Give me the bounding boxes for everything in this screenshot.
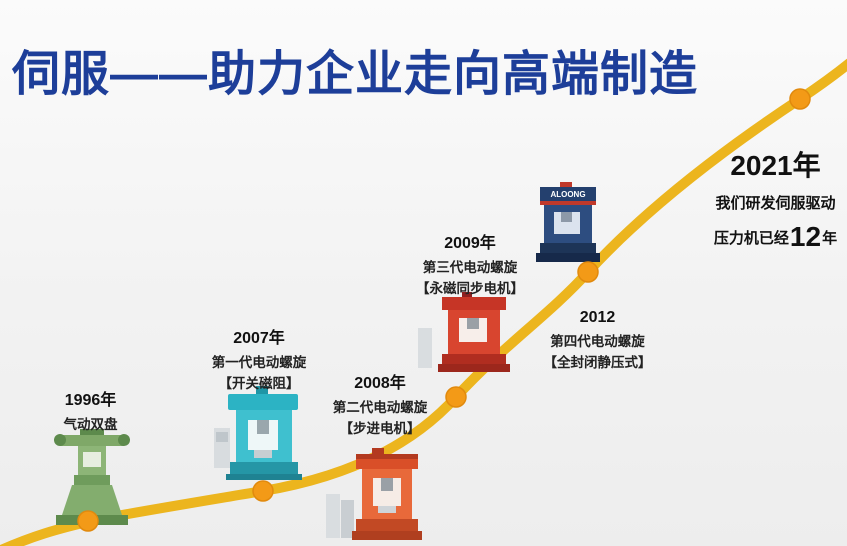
milestone-2007: 2007年 第一代电动螺旋 【开关磁阻】 [193,324,325,394]
machine-brand-label: ALOONG [550,190,585,199]
milestone-desc-line2: 【永磁同步电机】 [416,281,524,296]
milestone-desc-line1: 第四代电动螺旋 [550,334,645,349]
milestone-2009: 2009年 第三代电动螺旋 【永磁同步电机】 [406,229,534,299]
finale-line2: 压力机已经12年 [698,221,847,253]
milestone-desc-line1: 第三代电动螺旋 [422,260,518,275]
press-machine-2007-icon [214,386,302,480]
press-machine-2012: ALOONG [528,182,606,266]
milestone-year: 2009年 [444,235,496,252]
press-machine-2009-icon [418,292,510,372]
milestone-desc-line1: 第一代电动螺旋 [211,355,307,370]
press-machine-2008 [326,448,426,544]
milestone-year: 1996年 [64,392,117,409]
milestone-desc-line1: 第二代电动螺旋 [332,400,428,415]
milestone-desc-line2: 【步进电机】 [339,421,421,436]
page-title: 伺服——助力企业走向高端制造 [12,48,699,101]
milestone-1996: 1996年 气动双盘 [38,386,143,435]
press-machine-1996 [50,429,134,527]
milestone-desc-line1: 气动双盘 [63,417,118,432]
milestone-year: 2012 [579,309,616,326]
press-machine-1996-icon [54,429,130,525]
milestone-year: 2007年 [233,330,285,347]
press-machine-2007 [214,386,310,480]
milestone-year: 2008年 [354,375,406,392]
milestone-2012: 2012 第四代电动螺旋 【全封闭静压式】 [531,309,664,373]
finale-2021: 2021年 我们研发伺服驱动 压力机已经12年 [698,144,847,253]
finale-line1: 我们研发伺服驱动 [715,195,836,212]
milestone-desc-line2: 【开关磁阻】 [218,376,300,391]
finale-line2-number: 12 [789,221,822,252]
press-machine-2012-icon: ALOONG [536,182,600,262]
finale-line2-suffix: 年 [822,230,838,247]
milestone-desc-line2: 【全封闭静压式】 [543,355,652,370]
press-machine-2009 [418,292,512,376]
milestone-2008: 2008年 第二代电动螺旋 【步进电机】 [316,369,444,439]
press-machine-2008-icon [326,448,422,540]
finale-line2-prefix: 压力机已经 [713,230,789,247]
finale-year: 2021年 [730,150,821,181]
